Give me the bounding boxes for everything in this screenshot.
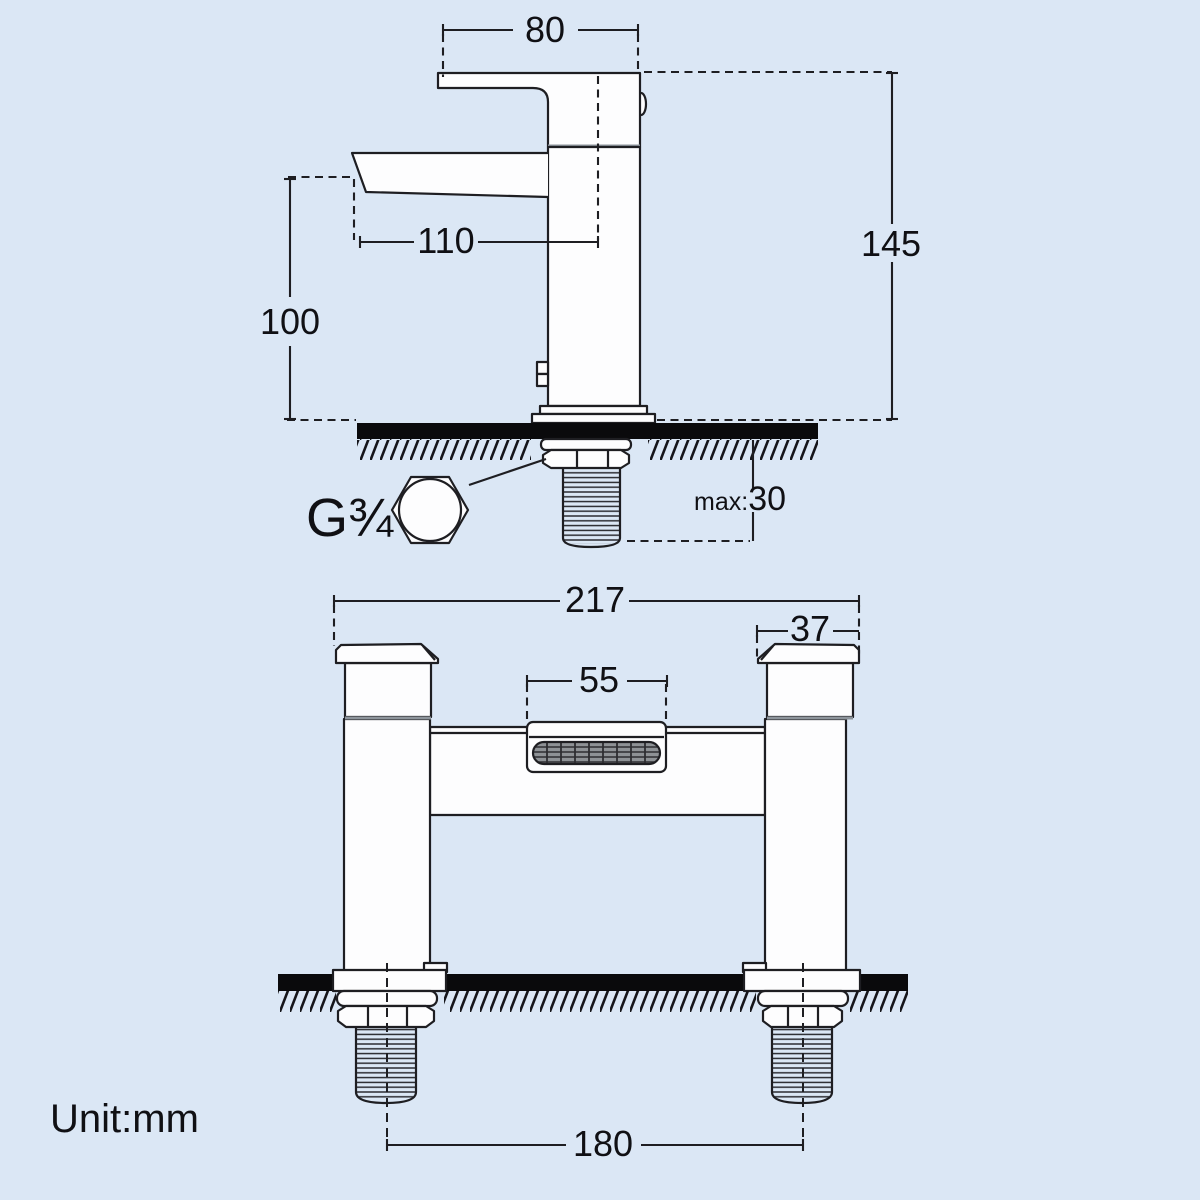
thread-hexagon-symbol	[390, 475, 470, 545]
basin-tap-side-view: G¾ max:30 80 145 100	[260, 9, 921, 549]
right-handle-cap	[756, 642, 861, 665]
bath-deck-hatching-left	[278, 991, 336, 1012]
dim37-label: 37	[790, 608, 830, 649]
grille-vertical-lines	[546, 742, 646, 764]
dim180-label: 180	[573, 1123, 633, 1164]
grille-horizontal-lines	[533, 746, 660, 763]
tap-body	[546, 145, 642, 408]
deck-hatching-left	[357, 439, 531, 460]
threaded-tail	[561, 468, 622, 549]
left-handle-block	[343, 661, 433, 719]
dim55-label: 55	[579, 659, 619, 700]
bath-filler-front-view: 217 37 55 180	[278, 579, 908, 1164]
right-cap-edge	[760, 645, 774, 661]
max-thickness-prefix: max:	[694, 488, 748, 516]
washer-flange	[539, 437, 633, 452]
grille-outline	[531, 740, 662, 766]
dim217-label: 217	[565, 579, 625, 620]
thread-circle-symbol	[397, 477, 463, 543]
grille-fill	[533, 742, 660, 764]
left-foot-plate	[331, 968, 448, 993]
threaded-tail-threads	[564, 469, 619, 544]
left-cap-edge	[422, 645, 436, 661]
base-step	[538, 404, 649, 416]
tap-spout	[350, 151, 549, 199]
left-handle-cap	[334, 642, 440, 665]
tap-spout-fill	[352, 153, 548, 197]
body-button-lower	[535, 372, 550, 388]
thread-size-label: G¾	[306, 488, 394, 548]
mounting-deck	[357, 423, 818, 439]
deck-hatching-right	[648, 439, 818, 460]
bath-deck-hatching-right	[850, 991, 908, 1012]
max-thickness-value: 30	[748, 480, 786, 518]
spout-grille	[533, 742, 660, 764]
dim110-label: 110	[417, 220, 474, 261]
max-thickness-label: max:30	[694, 480, 786, 518]
hex-backnut	[541, 448, 631, 470]
dim100-label: 100	[260, 301, 320, 342]
bath-deck-hatching-centre	[444, 991, 756, 1012]
unit-label: Unit:mm	[50, 1097, 199, 1141]
base-flange	[530, 412, 657, 425]
right-handle-block	[765, 661, 855, 719]
body-button-upper	[535, 360, 550, 376]
right-pillar	[763, 717, 848, 976]
dim145-label: 145	[861, 223, 921, 264]
dim80-label: 80	[525, 9, 565, 50]
thread-leader-line	[468, 457, 547, 487]
left-pillar	[342, 717, 432, 976]
